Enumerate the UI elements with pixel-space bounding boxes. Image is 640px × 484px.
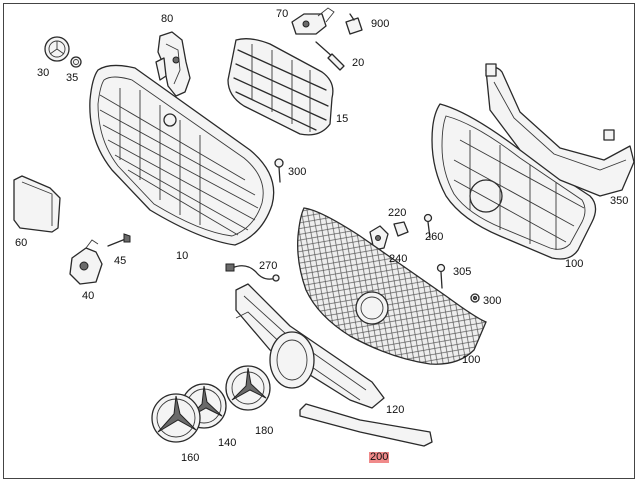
callout-240: 240 [389,253,408,265]
callout-140: 140 [218,437,237,449]
part-240-bracket [369,225,389,251]
callout-300-upper: 300 [288,166,307,178]
part-45-screw [107,233,131,247]
part-350-support [485,63,635,197]
part-100-mesh-grille [297,207,487,365]
callout-100-mesh: 100 [462,354,481,366]
callout-20: 20 [352,57,365,69]
callout-180: 180 [255,425,274,437]
part-40-mount [69,239,103,285]
part-220-clip [393,221,409,237]
part-300-screw-upper [274,158,284,183]
part-60-cover [13,175,61,233]
callout-120: 120 [386,404,405,416]
part-20-bolt [315,41,345,71]
part-10-grille [89,64,275,246]
callout-70: 70 [276,8,289,20]
part-30-emblem [44,36,70,62]
callout-30: 30 [37,67,50,79]
callout-350: 350 [610,195,629,207]
part-270-cable [225,263,280,282]
part-300-screw-lower [470,293,480,303]
callout-220: 220 [388,207,407,219]
callout-45: 45 [114,255,127,267]
diagram-frame [3,3,635,479]
callout-300-lower: 300 [483,295,502,307]
part-160-star-emblem [151,393,201,443]
callout-900: 900 [371,18,390,30]
callout-40: 40 [82,290,95,302]
callout-100-frame: 100 [565,258,584,270]
part-70-sensor [291,7,335,35]
callout-10: 10 [176,250,189,262]
part-15-slats [227,38,334,136]
part-200-strip [299,403,433,447]
callout-160: 160 [181,452,200,464]
callout-15: 15 [336,113,349,125]
part-35-ring [70,56,82,68]
part-180-star-emblem [225,365,271,411]
callout-80: 80 [161,13,174,25]
callout-200-highlighted[interactable]: 200 [369,451,390,463]
callout-305: 305 [453,266,472,278]
part-260-screw [423,213,433,239]
callout-35: 35 [66,72,79,84]
callout-60: 60 [15,237,28,249]
part-305-screw [436,263,446,289]
part-900-clip [345,13,363,35]
callout-270: 270 [259,260,278,272]
part-80-bracket [155,31,191,97]
callout-260: 260 [425,231,444,243]
part-ring-frame [269,331,315,389]
